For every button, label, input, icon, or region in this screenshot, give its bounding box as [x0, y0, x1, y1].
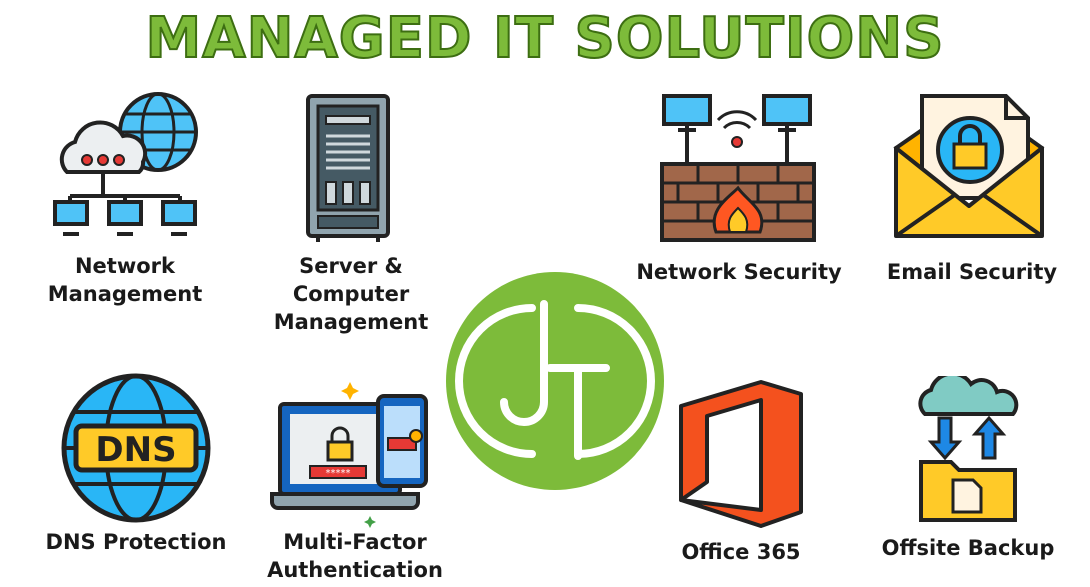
service-dns-protection: DNS DNS Protection [36, 370, 236, 570]
service-label: Office 365 [681, 540, 801, 564]
firewall-icon [660, 94, 816, 242]
service-label: Multi-Factor Authentication [267, 530, 443, 582]
service-label: DNS Protection [45, 530, 227, 554]
service-office-365: Office 365 [666, 378, 816, 578]
service-label: Offsite Backup [881, 536, 1055, 560]
service-network-management: Network Management [40, 92, 210, 312]
service-mfa: ***** Multi-Factor Authentication [262, 378, 448, 583]
dns-globe-icon: DNS [61, 373, 211, 523]
office-logo-icon [679, 380, 803, 528]
service-server-management: Server & Computer Management [238, 92, 464, 334]
service-label: Email Security [886, 260, 1058, 284]
jt-logo [446, 272, 664, 490]
laptop-phone-lock-icon: ***** [270, 382, 428, 528]
network-globe-icon [53, 92, 198, 236]
service-offsite-backup: Offsite Backup [880, 376, 1056, 576]
svg-text:DNS: DNS [95, 430, 176, 470]
svg-text:*****: ***** [326, 468, 351, 479]
service-network-security: Network Security [636, 92, 842, 292]
service-email-security: Email Security [884, 92, 1060, 292]
service-label: Network Management [47, 254, 203, 306]
page-title: MANAGED IT SOLUTIONS [145, 5, 945, 72]
server-rack-icon [306, 94, 390, 242]
service-label: Network Security [636, 260, 842, 284]
cloud-folder-icon [918, 376, 1019, 522]
locked-envelope-icon [893, 94, 1045, 238]
service-label: Server & Computer Management [273, 254, 429, 334]
